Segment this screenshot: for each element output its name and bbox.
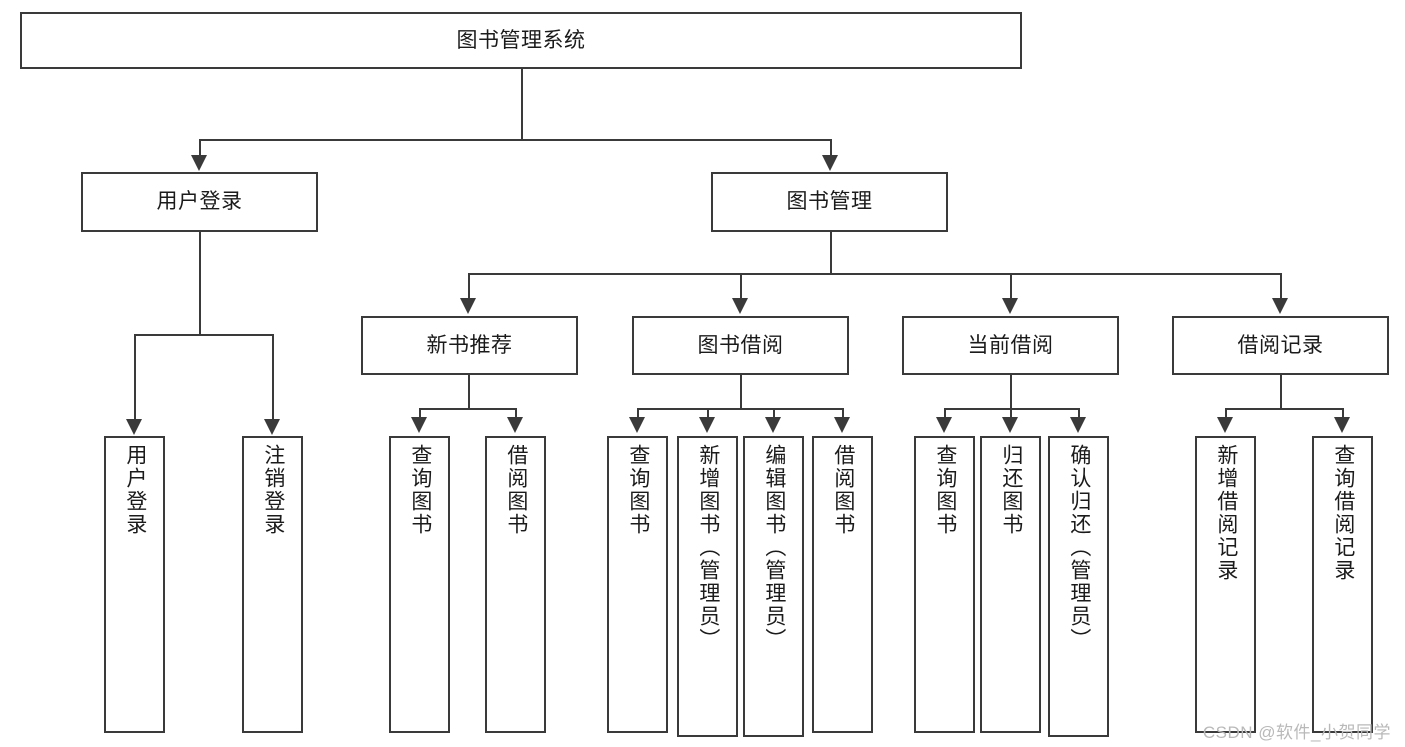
leaf-return-book-label: 归还图书 xyxy=(999,444,1023,536)
arrowhead-book-borrow xyxy=(732,298,748,314)
leaf-edit-book[interactable]: 编辑图书（管理员） xyxy=(743,436,804,737)
leaf-borrow-book-1[interactable]: 借阅图书 xyxy=(485,436,546,733)
leaf-query-book-2-label: 查询图书 xyxy=(626,444,650,536)
connector-new-book-rec-drop-2 xyxy=(515,408,517,418)
connector-book-manage-drop-4 xyxy=(1280,273,1282,299)
connector-borrow-record-drop-1 xyxy=(1225,408,1227,418)
connector-user-login-drop-2 xyxy=(272,334,274,420)
connector-book-borrow-drop-3 xyxy=(773,408,775,418)
leaf-query-book-3-label: 查询图书 xyxy=(933,444,957,536)
arrowhead-leaf-add-book xyxy=(699,417,715,433)
connector-book-borrow-drop-2 xyxy=(707,408,709,418)
connector-new-book-rec-stem xyxy=(468,375,470,408)
leaf-query-book-1[interactable]: 查询图书 xyxy=(389,436,450,733)
connector-root-stem xyxy=(521,69,523,139)
arrowhead-borrow-record xyxy=(1272,298,1288,314)
connector-borrow-record-bus xyxy=(1225,408,1342,410)
connector-root-bus xyxy=(199,139,831,141)
leaf-confirm-return[interactable]: 确认归还（管理员） xyxy=(1048,436,1109,737)
connector-current-borrow-drop-3 xyxy=(1078,408,1080,418)
connector-user-login-bus xyxy=(134,334,273,336)
connector-current-borrow-drop-2 xyxy=(1010,408,1012,418)
connector-new-book-rec-drop-1 xyxy=(419,408,421,418)
connector-user-login-drop-1 xyxy=(134,334,136,420)
leaf-confirm-return-label: 确认归还（管理员） xyxy=(1067,444,1091,651)
connector-book-manage-drop-3 xyxy=(1010,273,1012,299)
connector-user-login-stem xyxy=(199,232,201,334)
arrowhead-leaf-return-book xyxy=(1002,417,1018,433)
node-book-borrow-label: 图书借阅 xyxy=(697,333,784,357)
leaf-edit-book-label: 编辑图书（管理员） xyxy=(762,444,786,651)
leaf-logout-login-label: 注销登录 xyxy=(261,444,285,536)
connector-current-borrow-drop-1 xyxy=(944,408,946,418)
node-book-borrow[interactable]: 图书借阅 xyxy=(632,316,849,375)
leaf-user-login[interactable]: 用户登录 xyxy=(104,436,165,733)
arrowhead-leaf-confirm-return xyxy=(1070,417,1086,433)
node-user-login[interactable]: 用户登录 xyxy=(81,172,318,232)
node-borrow-record-label: 借阅记录 xyxy=(1237,333,1324,357)
arrowhead-new-book-rec xyxy=(460,298,476,314)
node-borrow-record[interactable]: 借阅记录 xyxy=(1172,316,1389,375)
leaf-query-book-2[interactable]: 查询图书 xyxy=(607,436,668,733)
node-book-manage[interactable]: 图书管理 xyxy=(711,172,948,232)
connector-book-manage-drop-1 xyxy=(468,273,470,299)
leaf-user-login-label: 用户登录 xyxy=(123,444,147,536)
leaf-logout-login[interactable]: 注销登录 xyxy=(242,436,303,733)
leaf-return-book[interactable]: 归还图书 xyxy=(980,436,1041,733)
arrowhead-leaf-borrow-book-1 xyxy=(507,417,523,433)
connector-book-manage-drop-2 xyxy=(740,273,742,299)
node-current-borrow-label: 当前借阅 xyxy=(967,333,1054,357)
node-root[interactable]: 图书管理系统 xyxy=(20,12,1022,69)
connector-current-borrow-stem xyxy=(1010,375,1012,408)
connector-borrow-record-stem xyxy=(1280,375,1282,408)
node-new-book-rec-label: 新书推荐 xyxy=(426,333,513,357)
arrowhead-current-borrow xyxy=(1002,298,1018,314)
connector-root-to-book-manage xyxy=(830,139,832,156)
arrowhead-leaf-logout-login xyxy=(264,419,280,435)
leaf-add-book[interactable]: 新增图书（管理员） xyxy=(677,436,738,737)
connector-book-borrow-drop-1 xyxy=(637,408,639,418)
connector-new-book-rec-bus xyxy=(419,408,516,410)
leaf-add-record-label: 新增借阅记录 xyxy=(1214,444,1238,582)
arrowhead-leaf-edit-book xyxy=(765,417,781,433)
connector-root-to-user-login xyxy=(199,139,201,156)
arrowhead-leaf-query-book-2 xyxy=(629,417,645,433)
leaf-borrow-book-2[interactable]: 借阅图书 xyxy=(812,436,873,733)
leaf-query-record[interactable]: 查询借阅记录 xyxy=(1312,436,1373,733)
node-book-manage-label: 图书管理 xyxy=(786,190,873,214)
node-current-borrow[interactable]: 当前借阅 xyxy=(902,316,1119,375)
connector-book-manage-stem xyxy=(830,232,832,273)
connector-book-borrow-bus xyxy=(637,408,842,410)
arrowhead-leaf-user-login xyxy=(126,419,142,435)
connector-borrow-record-drop-2 xyxy=(1342,408,1344,418)
leaf-query-record-label: 查询借阅记录 xyxy=(1331,444,1355,582)
arrowhead-book-manage xyxy=(822,155,838,171)
connector-book-manage-bus xyxy=(468,273,1280,275)
arrowhead-leaf-query-book-1 xyxy=(411,417,427,433)
leaf-query-book-1-label: 查询图书 xyxy=(408,444,432,536)
leaf-add-record[interactable]: 新增借阅记录 xyxy=(1195,436,1256,733)
arrowhead-user-login xyxy=(191,155,207,171)
connector-book-borrow-drop-4 xyxy=(842,408,844,418)
leaf-borrow-book-1-label: 借阅图书 xyxy=(504,444,528,536)
arrowhead-leaf-borrow-book-2 xyxy=(834,417,850,433)
arrowhead-leaf-query-record xyxy=(1334,417,1350,433)
node-user-login-label: 用户登录 xyxy=(156,190,243,214)
connector-book-borrow-stem xyxy=(740,375,742,408)
arrowhead-leaf-add-record xyxy=(1217,417,1233,433)
leaf-borrow-book-2-label: 借阅图书 xyxy=(831,444,855,536)
node-new-book-rec[interactable]: 新书推荐 xyxy=(361,316,578,375)
node-root-label: 图书管理系统 xyxy=(456,28,586,52)
leaf-add-book-label: 新增图书（管理员） xyxy=(696,444,720,651)
arrowhead-leaf-query-book-3 xyxy=(936,417,952,433)
leaf-query-book-3[interactable]: 查询图书 xyxy=(914,436,975,733)
